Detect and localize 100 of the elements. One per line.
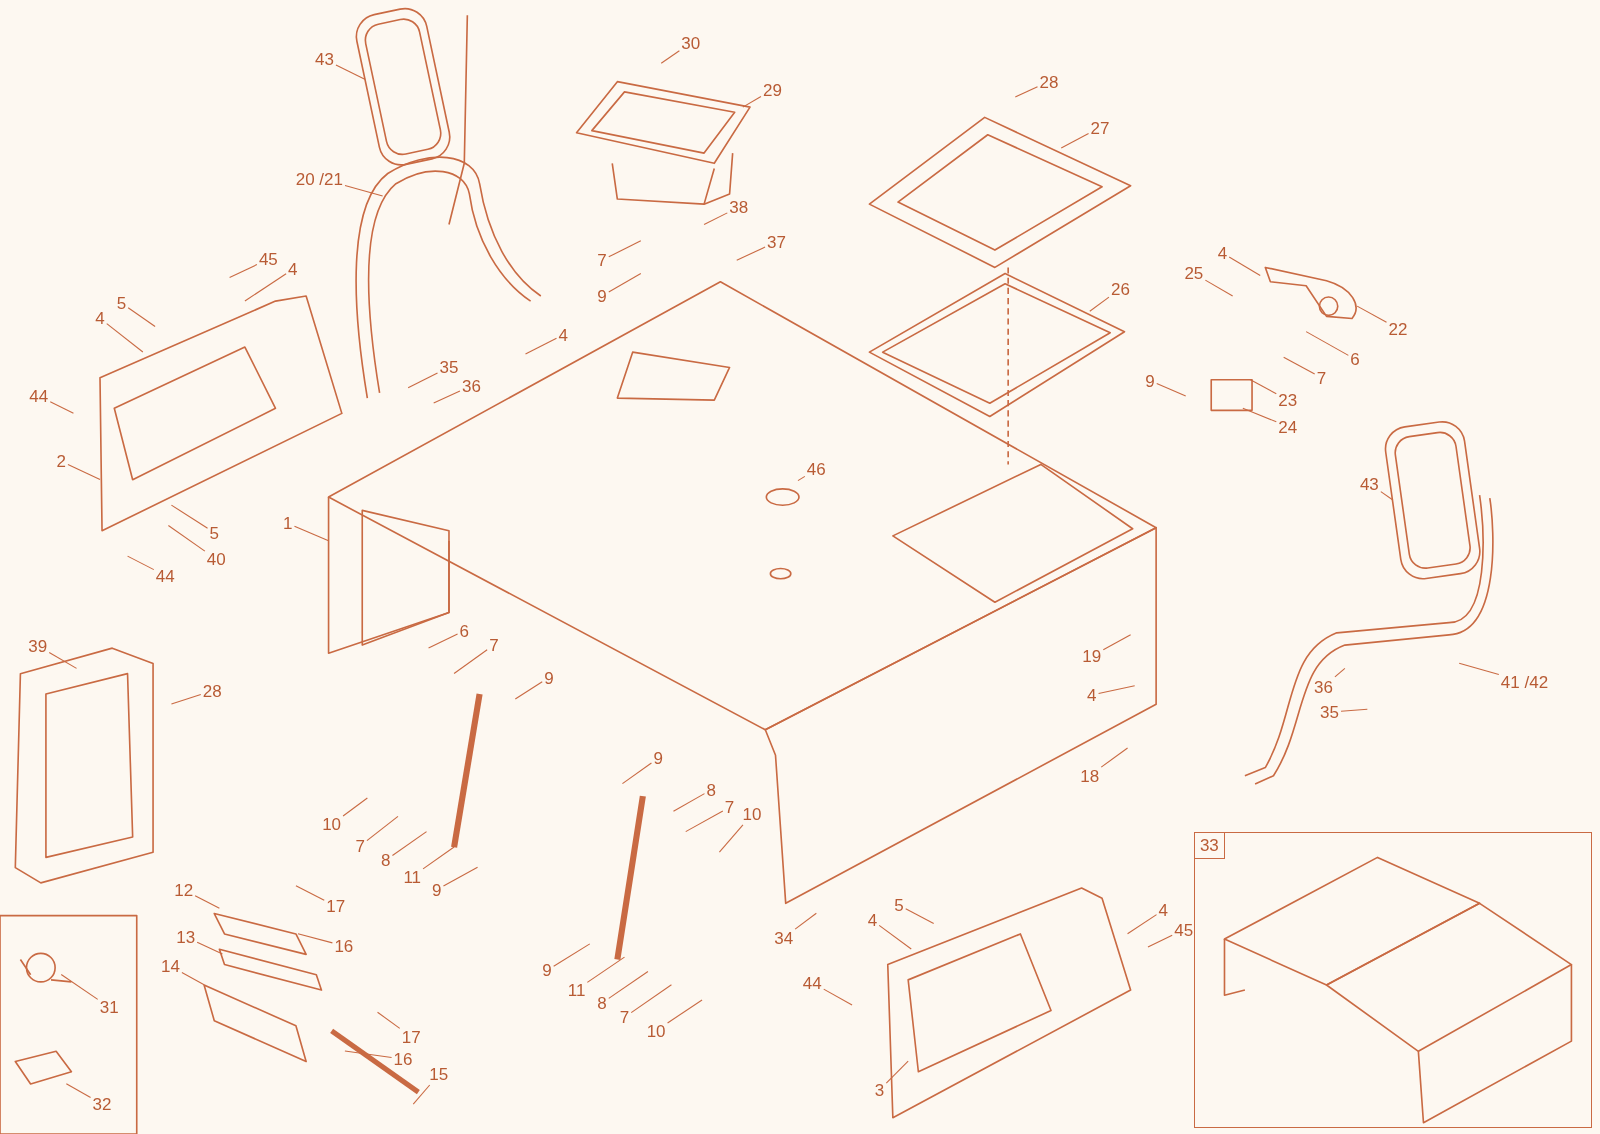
leader-line <box>433 390 461 404</box>
leader-line <box>1334 667 1346 678</box>
leader-line <box>736 246 766 261</box>
leader-line <box>1380 491 1394 501</box>
callout-number: 17 <box>326 897 346 915</box>
leader-line <box>718 824 744 853</box>
leader-line <box>1283 356 1316 375</box>
callout-number: 8 <box>597 994 607 1012</box>
callout-number: 31 <box>99 998 119 1016</box>
leader-line <box>167 524 206 552</box>
callout-number: 44 <box>29 387 49 405</box>
leader-line <box>797 475 806 482</box>
leader-line <box>1228 256 1261 277</box>
callout-number: 7 <box>724 798 735 816</box>
callout-number: 10 <box>646 1022 666 1040</box>
leader-line <box>1340 708 1368 712</box>
callout-number: 16 <box>334 937 354 955</box>
leader-line <box>1089 296 1110 312</box>
leader-line <box>1060 133 1090 149</box>
leader-line <box>794 912 817 930</box>
callout-number: 7 <box>489 636 499 654</box>
callout-number: 8 <box>706 781 716 799</box>
callout-number: 32 <box>92 1095 112 1113</box>
callout-number: 8 <box>380 851 391 869</box>
callout-number: 17 <box>401 1028 421 1046</box>
callout-number: 25 <box>1184 264 1204 282</box>
leader-line <box>1098 685 1136 694</box>
leader-line <box>297 933 333 944</box>
callout-number: 10 <box>742 805 762 823</box>
leader-line <box>621 762 652 785</box>
leader-line <box>293 525 330 542</box>
callout-number: 2 <box>56 452 66 470</box>
callout-number: 37 <box>767 233 786 251</box>
leader-line <box>586 956 626 983</box>
callout-number: 28 <box>1039 73 1059 91</box>
leader-line <box>608 240 642 258</box>
leader-line <box>905 908 935 924</box>
callout-number: 6 <box>459 622 469 640</box>
callout-number: 34 <box>774 929 794 947</box>
callout-number: 33 <box>1194 832 1225 859</box>
leader-line <box>67 463 101 481</box>
leader-line <box>630 984 672 1014</box>
leader-line <box>106 323 144 353</box>
callout-number: 4 <box>95 309 105 327</box>
leader-line <box>608 272 642 293</box>
leader-line <box>442 866 479 887</box>
leader-line <box>1100 747 1129 768</box>
callout-number: 45 <box>258 250 278 268</box>
callout-number: 43 <box>315 50 334 68</box>
callout-number: 1 <box>283 514 293 532</box>
leader-line <box>553 943 591 967</box>
leader-line <box>181 972 205 986</box>
callout-number: 29 <box>763 81 782 99</box>
leader-line <box>428 633 459 649</box>
leader-line <box>344 185 384 197</box>
leader-line <box>453 649 488 674</box>
leader-line <box>49 401 74 414</box>
callout-number: 9 <box>597 287 607 305</box>
leader-line <box>1242 407 1277 423</box>
leader-line <box>742 95 762 108</box>
callout-number: 41 /42 <box>1500 673 1549 691</box>
callout-number: 4 <box>1158 901 1168 919</box>
callout-number: 9 <box>542 961 552 979</box>
callout-number: 45 <box>1174 921 1194 939</box>
leader-line <box>48 652 78 669</box>
leader-line <box>885 1060 909 1084</box>
leader-line <box>1249 379 1277 395</box>
leader-line <box>366 815 399 842</box>
callout-number: 44 <box>155 567 175 584</box>
leader-line <box>685 810 724 833</box>
leader-line <box>377 1011 401 1029</box>
leader-line <box>391 831 428 857</box>
leader-line <box>344 1050 393 1059</box>
leader-line <box>823 988 853 1006</box>
leader-line <box>65 1083 92 1099</box>
callout-number: 14 <box>160 957 180 975</box>
callout-number: 35 <box>1320 703 1340 721</box>
leader-line <box>196 941 223 955</box>
leader-line <box>1356 305 1388 323</box>
leader-line <box>1014 86 1039 98</box>
leader-line <box>407 372 439 389</box>
callout-number: 44 <box>802 974 822 992</box>
callout-number: 40 <box>206 550 226 568</box>
callout-number: 6 <box>1350 350 1360 368</box>
leader-line <box>422 846 455 870</box>
leader-line <box>295 885 325 901</box>
leader-line <box>1305 331 1349 356</box>
callout-number: 26 <box>1110 280 1130 298</box>
callout-number: 7 <box>619 1008 630 1026</box>
callout-number: 5 <box>894 896 904 914</box>
callout-number: 4 <box>1087 686 1097 704</box>
callout-number: 11 <box>567 981 586 999</box>
callout-number: 5 <box>209 524 219 542</box>
callout-number: 15 <box>429 1066 449 1083</box>
leader-line <box>194 895 220 909</box>
leader-line <box>170 694 202 705</box>
leader-line <box>1156 382 1187 397</box>
callout-number: 35 <box>439 358 459 376</box>
leader-line <box>229 264 258 279</box>
callout-number: 39 <box>28 637 48 655</box>
